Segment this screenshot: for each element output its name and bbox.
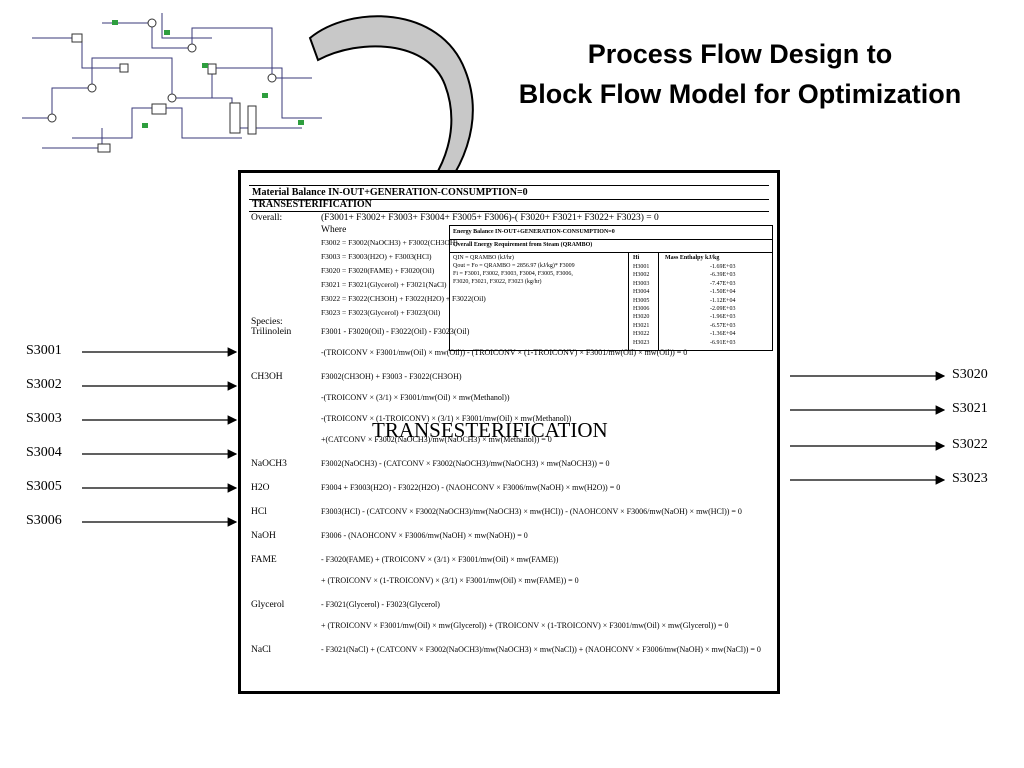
enthalpy-row-label: H3005 [633, 297, 650, 304]
energy-balance-table: Energy Balance IN-OUT+GENERATION-CONSUMP… [449, 225, 773, 351]
where-eq-6: F3023 = F3023(Glycerol) + F3023(Oil) [321, 308, 441, 317]
slide-title: Process Flow Design to Block Flow Model … [470, 34, 1010, 114]
equation-sheet: Material Balance IN-OUT+GENERATION-CONSU… [249, 181, 773, 683]
where-eq-1: F3002 = F3002(NaOCH3) + F3002(CH3OH) [321, 238, 458, 247]
energy-balance-title: Energy Balance IN-OUT+GENERATION-CONSUMP… [453, 229, 615, 235]
species-equation: + (TROICONV × (1-TROICONV) × (3/1) × F30… [321, 576, 579, 585]
species-name: FAME [251, 555, 277, 565]
species-name: Trilinolein [251, 327, 292, 337]
overall-equation: (F3001+ F3002+ F3003+ F3004+ F3005+ F300… [321, 213, 659, 223]
enthalpy-row-value: -7.47E+03 [710, 280, 736, 287]
enthalpy-header-value: Mass Enthalpy kJ/kg [665, 255, 720, 261]
species-equation: - F3021(Glycerol) - F3023(Glycerol) [321, 600, 440, 609]
input-stream-s3006: S3006 [26, 513, 62, 528]
enthalpy-row-label: H3003 [633, 280, 650, 287]
species-name: CH3OH [251, 372, 283, 382]
species-equation: -(TROICONV × F3001/mw(Oil) × mw(Oil)) - … [321, 348, 688, 357]
output-stream-s3022: S3022 [952, 437, 988, 452]
species-equation: F3006 - (NAOHCONV × F3006/mw(NaOH) × mw(… [321, 531, 528, 540]
input-stream-s3004: S3004 [26, 445, 62, 460]
enthalpy-row-value: -2.09E+03 [710, 306, 736, 312]
species-name: H2O [251, 483, 270, 493]
transesterification-block: Material Balance IN-OUT+GENERATION-CONSU… [238, 170, 780, 694]
input-stream-s3002: S3002 [26, 377, 62, 392]
species-equation: - F3021(NaCl) + (CATCONV × F3002(NaOCH3)… [321, 645, 761, 654]
species-equation: +(CATCONV × F3002(NaOCH3)/mw(NaOCH3) × m… [321, 435, 552, 444]
enthalpy-row-value: -1.69E+03 [710, 264, 736, 270]
species-equation: F3004 + F3003(H2O) - F3022(H2O) - (NAOHC… [321, 483, 621, 492]
input-stream-s3001: S3001 [26, 343, 62, 358]
input-stream-s3003: S3003 [26, 411, 62, 426]
enthalpy-row-value: -1.96E+03 [710, 314, 736, 321]
species-name: HCl [251, 507, 267, 517]
enthalpy-row-label: H3020 [633, 314, 650, 321]
section-header: TRANSESTERIFICATION [249, 198, 769, 212]
process-flow-diagram-thumbnail [22, 13, 322, 153]
enthalpy-row-value: -1.12E+04 [710, 297, 736, 304]
species-equation: F3001 - F3020(Oil) - F3022(Oil) - F3023(… [321, 327, 470, 336]
where-eq-3: F3020 = F3020(FAME) + F3020(Oil) [321, 266, 435, 275]
material-balance-header: Material Balance IN-OUT+GENERATION-CONSU… [249, 185, 769, 200]
where-eq-2: F3003 = F3003(H2O) + F3003(HCl) [321, 252, 432, 261]
input-stream-s3005: S3005 [26, 479, 62, 494]
title-line-2: Block Flow Model for Optimization [518, 79, 962, 109]
species-equation: + (TROICONV × F3001/mw(Oil) × mw(Glycero… [321, 621, 729, 630]
title-line-1: Process Flow Design to [587, 39, 893, 69]
enthalpy-row-label: H3006 [633, 306, 650, 312]
enthalpy-header-hi: Hi [633, 255, 640, 261]
species-equation: - F3020(FAME) + (TROICONV × (3/1) × F300… [321, 555, 559, 564]
species-name: NaOH [251, 531, 276, 541]
species-name: Glycerol [251, 600, 285, 610]
enthalpy-row-value: -6.39E+03 [710, 272, 736, 279]
enthalpy-row-value: -1.50E+04 [710, 289, 736, 296]
species-equation: F3002(CH3OH) + F3003 - F3022(CH3OH) [321, 372, 462, 381]
enthalpy-row-label: H3023 [633, 339, 650, 346]
energy-line-2: Qout = Fo = QRAMBO = 2856.97 (kJ/kg)* F3… [453, 263, 575, 269]
species-label: Species: [251, 317, 283, 327]
species-equation: F3002(NaOCH3) - (CATCONV × F3002(NaOCH3)… [321, 459, 610, 468]
where-label: Where [321, 225, 347, 235]
enthalpy-row-value: -1.36E+04 [710, 331, 736, 338]
energy-line-4: F3020, F3021, F3022, F3023 (kg/hr) [453, 279, 542, 285]
energy-line-1: QIN = QRAMBO (kJ/hr) [453, 255, 514, 261]
species-equation: -(TROICONV × (3/1) × F3001/mw(Oil) × mw(… [321, 393, 510, 402]
output-stream-s3021: S3021 [952, 401, 988, 416]
enthalpy-row-label: H3021 [633, 322, 650, 329]
energy-overall-label: Overall Energy Requirement from Steam (Q… [453, 242, 593, 248]
species-name: NaOCH3 [251, 459, 287, 469]
where-eq-4: F3021 = F3021(Glycerol) + F3021(NaCl) [321, 280, 447, 289]
enthalpy-row-value: -6.91E+03 [710, 339, 736, 346]
species-equation: F3003(HCl) - (CATCONV × F3002(NaOCH3)/mw… [321, 507, 742, 516]
enthalpy-row-label: H3001 [633, 264, 650, 270]
enthalpy-row-label: H3022 [633, 331, 650, 338]
output-stream-s3020: S3020 [952, 367, 988, 382]
output-stream-s3023: S3023 [952, 471, 988, 486]
species-name: NaCl [251, 645, 272, 655]
species-equation: -(TROICONV × (1-TROICONV) × (3/1) × F300… [321, 414, 572, 423]
enthalpy-row-value: -6.57E+03 [710, 322, 736, 329]
energy-line-3: Fi = F3001, F3002, F3003, F3004, F3005, … [453, 271, 573, 277]
block-center-label: TRANSESTERIFICATION [372, 418, 608, 442]
enthalpy-row-label: H3002 [633, 272, 650, 279]
overall-label: Overall: [251, 213, 283, 223]
enthalpy-row-label: H3004 [633, 289, 650, 296]
where-eq-5: F3022 = F3022(CH3OH) + F3022(H2O) + F302… [321, 294, 486, 303]
